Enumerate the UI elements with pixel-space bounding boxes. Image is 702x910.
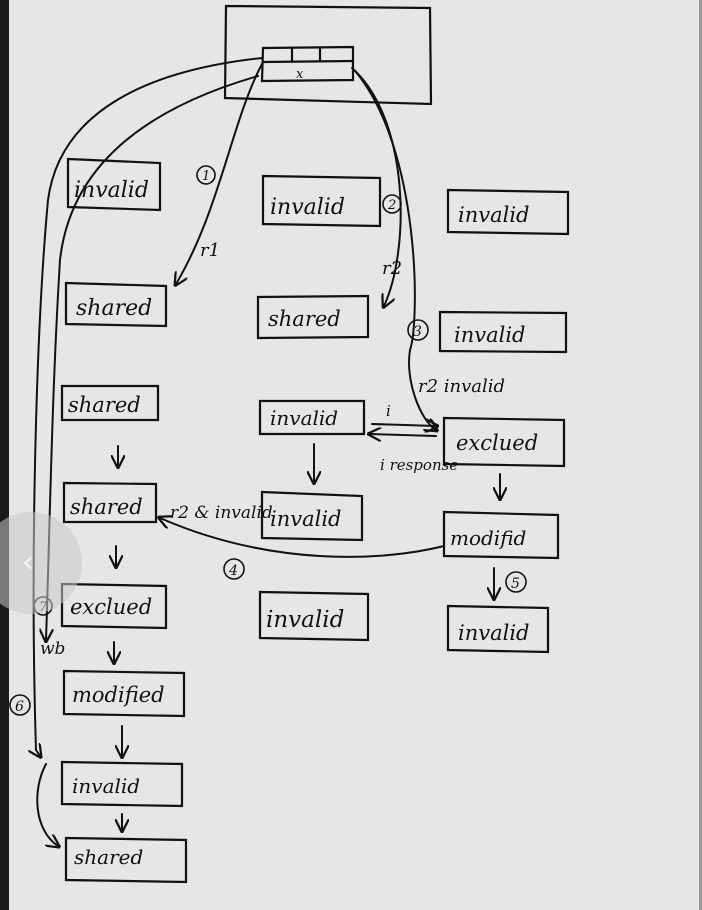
svg-text:6: 6: [15, 699, 24, 715]
arrow-r2-invalid: [355, 71, 436, 430]
nav-back-overlay[interactable]: [0, 512, 82, 614]
step-3: 3: [407, 319, 429, 341]
svg-text:3: 3: [413, 324, 422, 340]
box-c3-r1: invalid: [446, 188, 570, 236]
box-c1-r5: exclued: [60, 582, 168, 630]
state-label: invalid: [270, 507, 342, 531]
box-c1-r1: invalid: [66, 157, 162, 212]
box-c1-r3: shared: [60, 384, 160, 422]
arrow-r2: [351, 67, 402, 306]
state-label: modified: [72, 683, 165, 707]
arrow-r1: [176, 63, 263, 284]
state-label: shared: [70, 495, 143, 519]
arrow-curl-left: [36, 763, 58, 846]
label-r1: r1: [200, 240, 220, 261]
box-c1-r4: shared: [62, 481, 158, 524]
box-c2-r3: invalid: [258, 399, 366, 436]
label-r2-invalid: r2 invalid: [418, 376, 505, 397]
svg-text:4: 4: [228, 563, 238, 579]
label-wb: wb: [40, 639, 65, 659]
state-label: exclued: [70, 595, 152, 619]
state-label: invalid: [454, 323, 526, 347]
step-1: 1: [196, 165, 216, 185]
box-c3-r3: exclued: [442, 416, 566, 468]
box-c2-r5: invalid: [258, 590, 370, 642]
svg-text:2: 2: [387, 198, 396, 213]
box-c1-r6: modified: [62, 669, 186, 718]
state-label: shared: [76, 296, 152, 321]
memory-block: x: [223, 4, 433, 106]
svg-text:5: 5: [511, 576, 520, 592]
step-5: 5: [505, 571, 527, 593]
box-c1-r8: shared: [64, 836, 188, 884]
arrow-i: [371, 424, 436, 426]
state-label: invalid: [270, 406, 338, 430]
state-label: invalid: [458, 621, 530, 645]
svg-text:1: 1: [202, 169, 210, 184]
state-label: shared: [268, 307, 341, 331]
box-c3-r5: invalid: [446, 604, 550, 654]
box-c3-r2: invalid: [438, 310, 568, 354]
box-c1-r2: shared: [64, 281, 168, 328]
state-label: shared: [74, 845, 143, 869]
arrow-step4: [160, 518, 445, 558]
state-label: exclued: [456, 431, 538, 455]
state-label: invalid: [72, 774, 140, 798]
label-r2: r2: [382, 258, 402, 279]
step-2: 2: [382, 194, 402, 214]
label-i: i: [386, 402, 391, 420]
box-c2-r1: invalid: [261, 174, 382, 228]
memory-cell-label: x: [296, 67, 304, 82]
right-edge: [699, 0, 702, 910]
label-r2-invalid-left: r2 & invalid: [170, 503, 273, 523]
step-6: 6: [9, 694, 31, 716]
box-c1-r7: invalid: [60, 760, 184, 808]
state-label: modifid: [450, 526, 526, 550]
left-edge: [0, 0, 9, 910]
state-label: invalid: [266, 607, 344, 633]
box-c2-r2: shared: [256, 294, 370, 340]
chevron-left-icon[interactable]: ‹: [22, 545, 34, 580]
step-4: 4: [223, 558, 245, 580]
box-c3-r4: modifid: [442, 510, 560, 560]
state-label: invalid: [458, 203, 530, 227]
box-c2-r4: invalid: [260, 490, 364, 542]
state-label: invalid: [74, 178, 149, 203]
state-label: invalid: [270, 195, 345, 220]
label-i-response: i response: [380, 456, 458, 474]
state-label: shared: [68, 393, 141, 417]
arrow-i-response: [370, 434, 437, 436]
